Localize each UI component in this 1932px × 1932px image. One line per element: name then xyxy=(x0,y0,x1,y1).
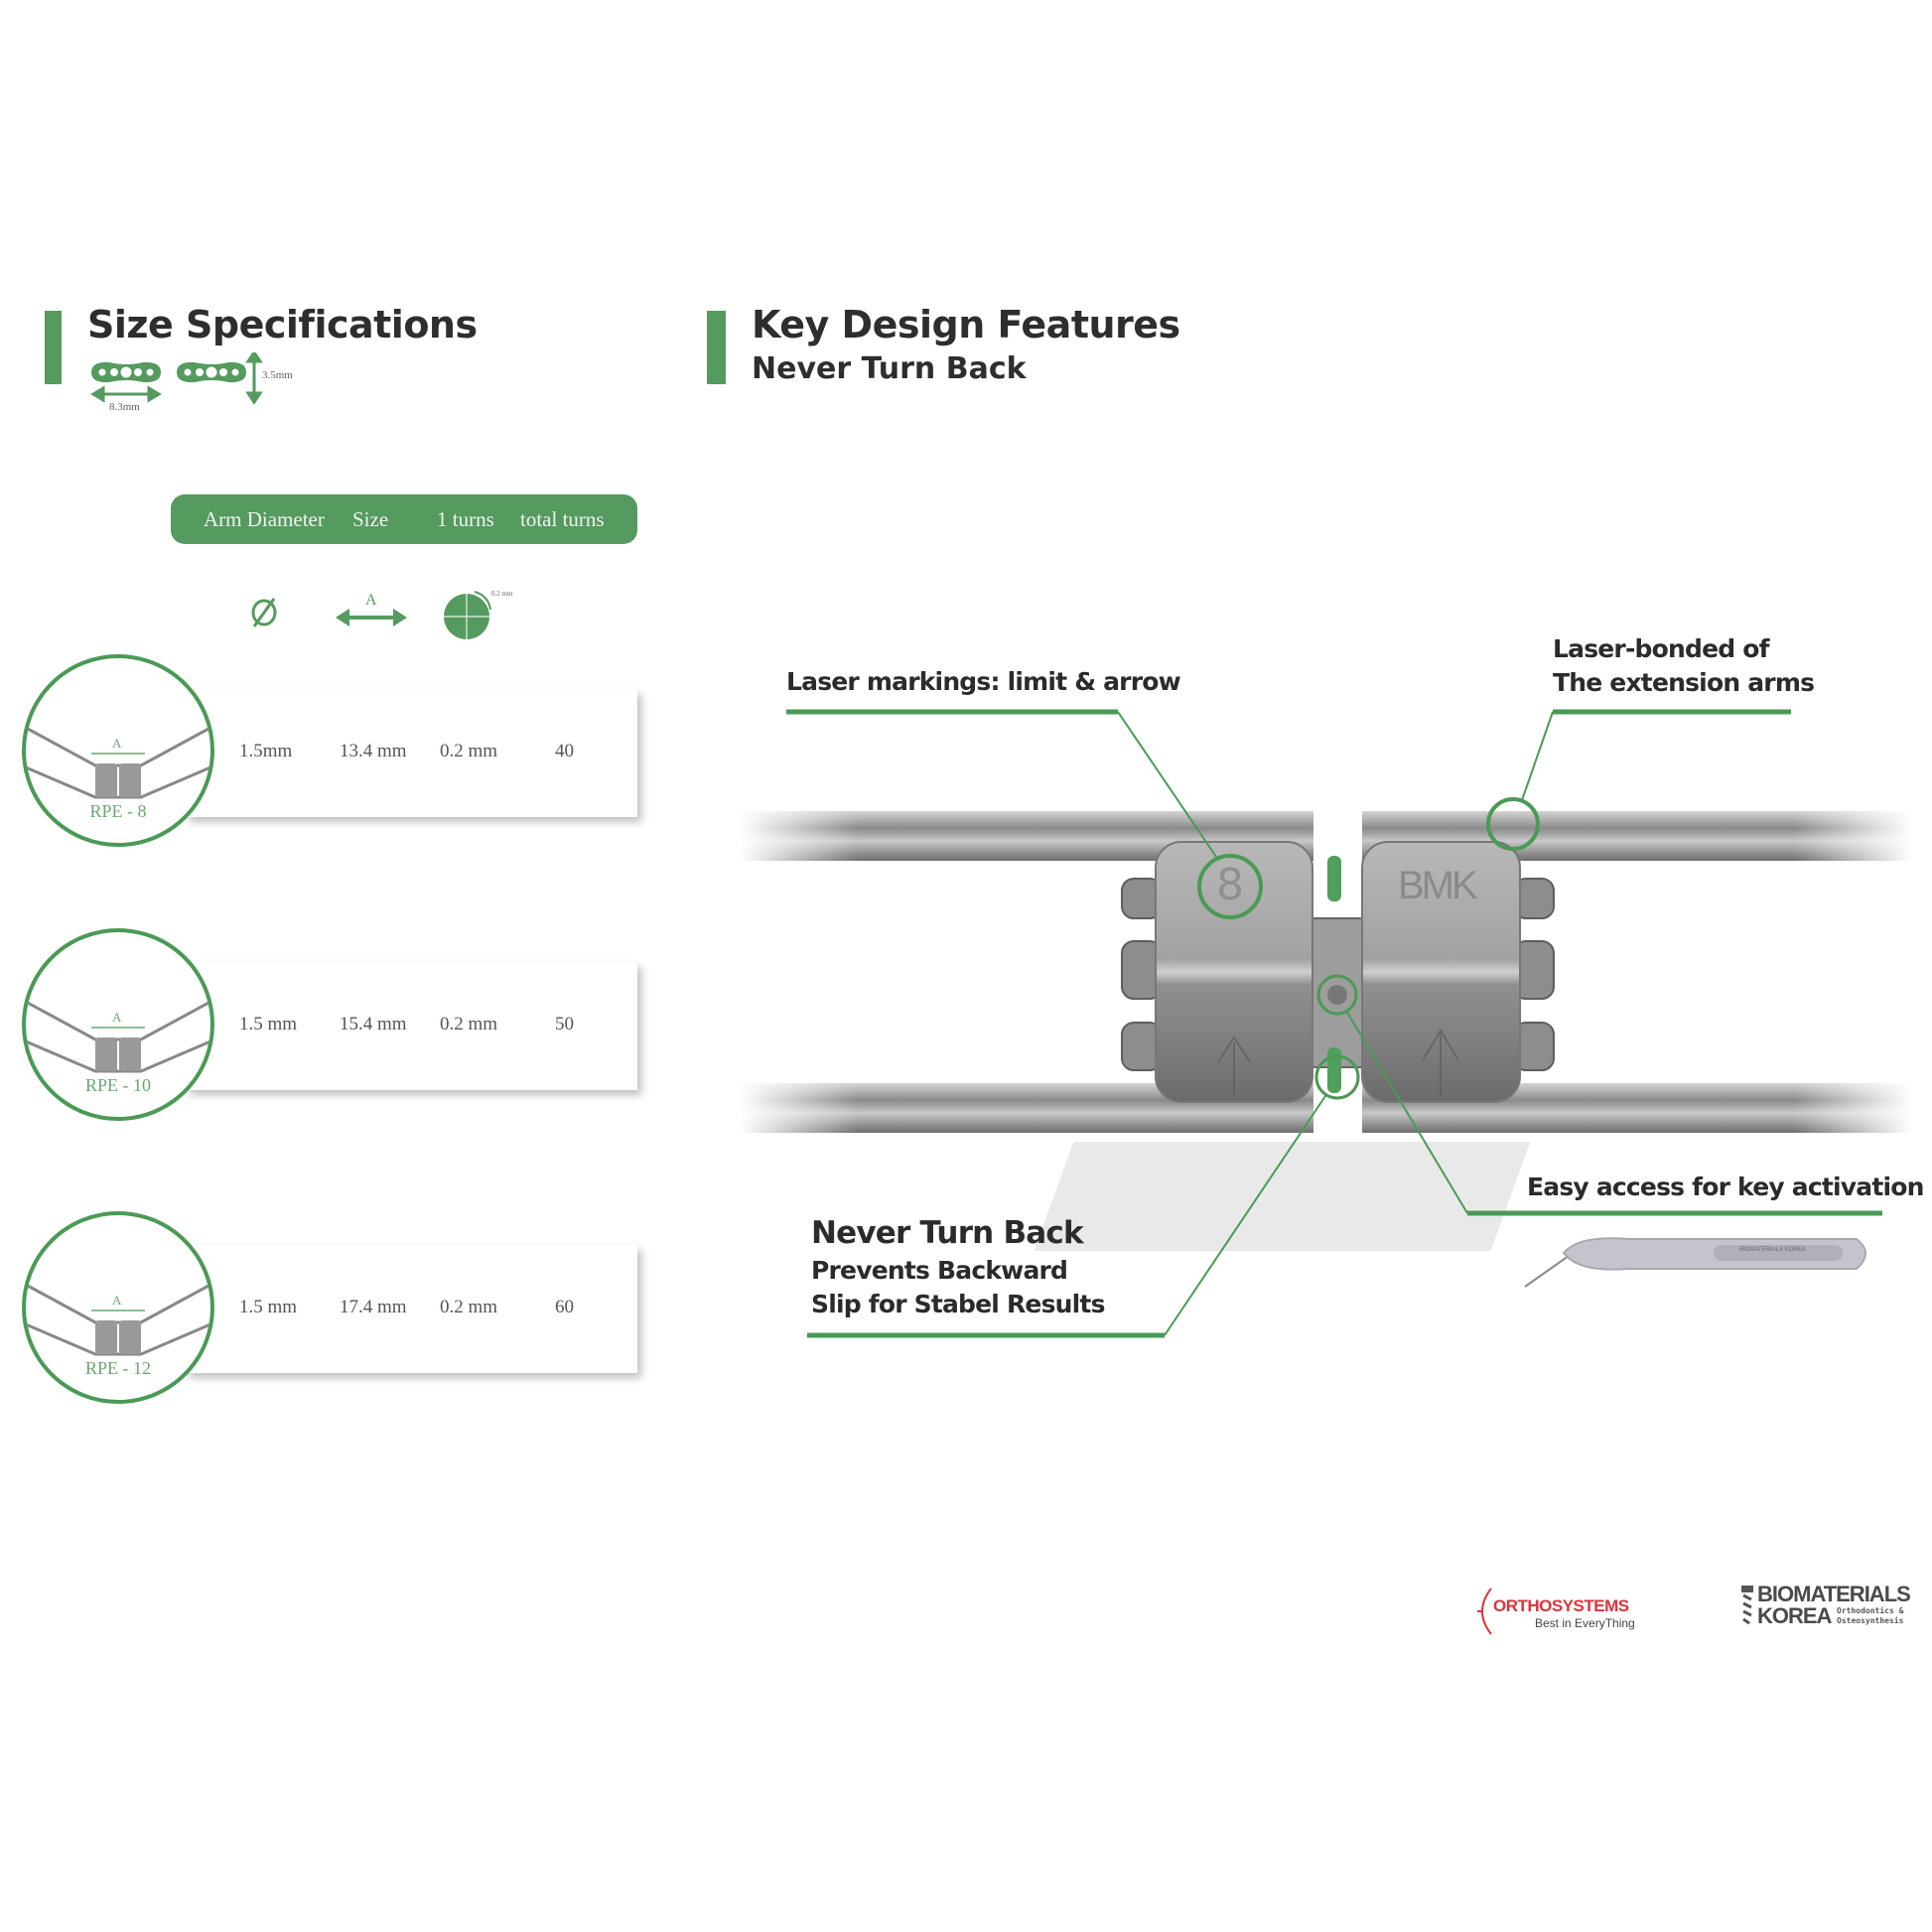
expander-body-right xyxy=(1361,841,1521,1103)
orthosystems-arc-icon xyxy=(1477,1587,1492,1635)
turn-circle-label: 0.2 mm xyxy=(491,590,513,598)
size-specifications-title: Size Specifications xyxy=(87,303,478,346)
spec-table-header: Arm Diameter Size 1 turns total turns xyxy=(171,494,637,544)
bmk-tagline-line1: Orthodontics & xyxy=(1837,1606,1904,1615)
pad-height-label: 3.5mm xyxy=(262,369,293,381)
expander-wire-illustration xyxy=(26,1283,210,1356)
biomaterials-korea-logo: BIOMATERIALS KOREA Orthodontics & Osteos… xyxy=(1739,1582,1928,1641)
width-arrow-label: A xyxy=(365,592,377,609)
pad-width-label: 8.3mm xyxy=(109,401,140,413)
dimension-label: A xyxy=(112,736,122,751)
callout-prevents-line2: Slip for Stabel Results xyxy=(811,1290,1105,1318)
row-size: 15.4 mm xyxy=(340,1014,407,1035)
device-reflection xyxy=(1034,1142,1531,1251)
key-brand-label: BIOMATERIALS KOREA xyxy=(1739,1247,1806,1253)
bmk-wordmark-line1: BIOMATERIALS xyxy=(1757,1582,1911,1606)
callout-laser-bonded-line1: Laser-bonded of xyxy=(1553,634,1770,663)
callout-laser-bonded-line2: The extension arms xyxy=(1553,668,1815,697)
row-turn: 0.2 mm xyxy=(440,741,498,761)
section-accent-bar xyxy=(45,311,62,384)
callout-prevents-line1: Prevents Backward xyxy=(811,1256,1068,1285)
bmk-tagline-line2: Osteosynthesis xyxy=(1837,1616,1904,1625)
pad-dimension-icons xyxy=(90,352,263,405)
orthosystems-logo: ORTHOSYSTEMS Best in EveryThing xyxy=(1477,1587,1646,1636)
header-size: Size xyxy=(352,507,389,531)
brand-mark: BMK xyxy=(1398,864,1478,907)
row-diameter: 1.5 mm xyxy=(239,1297,298,1317)
row-total: 40 xyxy=(555,741,574,761)
rpe-model-label: RPE - 8 xyxy=(89,801,147,821)
spec-row-card: 1.5mm 13.4 mm 0.2 mm 40 xyxy=(186,689,637,817)
activation-key-illustration xyxy=(1524,1237,1866,1288)
screw-icon xyxy=(1741,1586,1753,1625)
bmk-wordmark-line2: KOREA xyxy=(1757,1603,1832,1628)
diameter-icon xyxy=(251,598,277,627)
dimension-label: A xyxy=(112,1293,122,1308)
turn-circle-icon xyxy=(444,591,491,639)
row-diameter: 1.5 mm xyxy=(239,1014,298,1035)
row-diameter: 1.5mm xyxy=(239,741,293,761)
row-turn: 0.2 mm xyxy=(440,1014,498,1035)
row-total: 50 xyxy=(555,1014,574,1035)
expander-body-left xyxy=(1155,841,1313,1103)
header-arm-diameter: Arm Diameter xyxy=(204,507,325,531)
rpe-model-thumbnail: A RPE - 12 xyxy=(22,1211,214,1404)
spec-row-card: 1.5 mm 15.4 mm 0.2 mm 50 xyxy=(186,962,637,1090)
header-total-turns: total turns xyxy=(520,507,605,531)
rpe-model-thumbnail: A RPE - 8 xyxy=(22,654,214,847)
limit-mark: 8 xyxy=(1216,860,1244,910)
rpe-model-thumbnail: A RPE - 10 xyxy=(22,928,214,1121)
row-total: 60 xyxy=(555,1297,574,1317)
key-design-features-subtitle: Never Turn Back xyxy=(752,351,1027,386)
width-arrow-icon xyxy=(336,609,407,626)
callout-easy-access: Easy access for key activation xyxy=(1527,1173,1924,1201)
dimension-label: A xyxy=(112,1010,122,1025)
expander-wire-illustration xyxy=(26,726,210,799)
orthosystems-wordmark: ORTHOSYSTEMS xyxy=(1493,1596,1629,1615)
key-design-features-title: Key Design Features xyxy=(752,303,1180,346)
rpe-model-label: RPE - 10 xyxy=(84,1075,151,1095)
expander-wire-illustration xyxy=(26,1000,210,1073)
spec-row-card: 1.5 mm 17.4 mm 0.2 mm 60 xyxy=(186,1245,637,1373)
row-size: 13.4 mm xyxy=(340,741,407,761)
callout-laser-markings: Laser markings: limit & arrow xyxy=(786,667,1181,696)
callout-never-turn-back: Never Turn Back xyxy=(811,1215,1084,1251)
header-1-turns: 1 turns xyxy=(437,507,494,531)
section-accent-bar xyxy=(707,311,726,384)
row-turn: 0.2 mm xyxy=(440,1297,498,1317)
orthosystems-tagline: Best in EveryThing xyxy=(1535,1616,1635,1630)
row-size: 17.4 mm xyxy=(340,1297,407,1317)
rpe-model-label: RPE - 12 xyxy=(84,1358,151,1378)
